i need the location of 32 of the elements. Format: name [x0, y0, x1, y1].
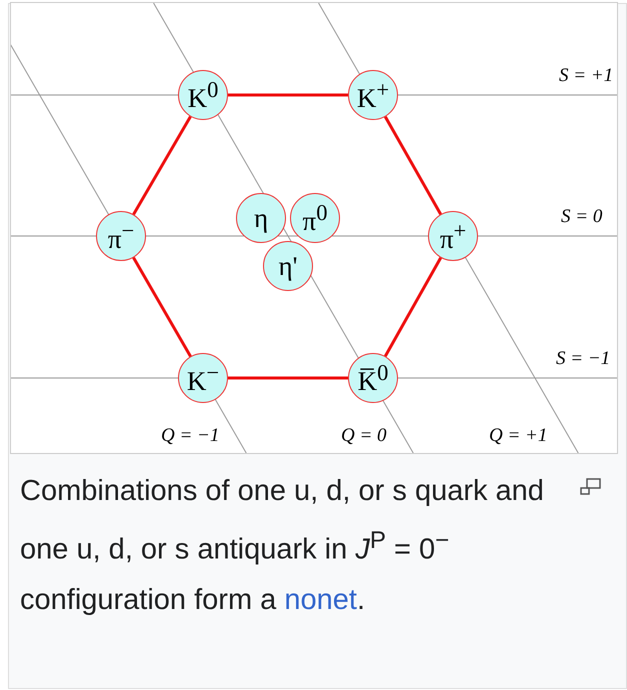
particle-symbol: K$^{−}$ — [186, 362, 220, 394]
charge-label: Q = 0 — [341, 425, 387, 447]
connector-line — [132, 256, 192, 358]
particle-circle — [263, 241, 313, 291]
particle-circle — [96, 211, 146, 261]
connector-line — [228, 94, 348, 96]
particle-symbol: η' — [278, 252, 298, 280]
strangeness-label: S = +1 — [559, 65, 614, 87]
charge-label: Q = +1 — [489, 425, 548, 447]
caption-text: Combinations of one u, d, or s quark and one u, d, or s antiquark in J$^{P}$ = 0$^{−}$ configuration form a nonet. — [20, 474, 545, 618]
particle-symbol: K$^{+}$ — [356, 78, 390, 112]
particle-circle — [348, 353, 398, 403]
particle-circle — [290, 193, 340, 243]
particle-circle — [348, 70, 398, 120]
particle-circle — [236, 193, 286, 243]
particle-symbol: η — [254, 204, 268, 232]
particle-symbol: K$^{0}$ — [188, 78, 218, 112]
link: nonet — [284, 584, 357, 616]
particle-symbol: π$^{−}$ — [108, 220, 134, 252]
connector-line — [384, 116, 442, 215]
connector-line — [384, 257, 442, 357]
particle-symbol: π$^{0}$ — [302, 202, 328, 234]
connector-line — [228, 376, 348, 380]
connector-line — [132, 116, 192, 216]
particle-circle — [178, 70, 228, 120]
charge-label: Q = −1 — [161, 425, 220, 447]
particle-symbol: π$^{+}$ — [440, 220, 466, 252]
particle-symbol: K̅$^{0}$ — [358, 362, 388, 394]
particle-circle — [428, 211, 478, 261]
particle-circle — [178, 353, 228, 403]
strangeness-label: S = −1 — [556, 348, 610, 370]
strangeness-label: S = 0 — [561, 206, 602, 228]
